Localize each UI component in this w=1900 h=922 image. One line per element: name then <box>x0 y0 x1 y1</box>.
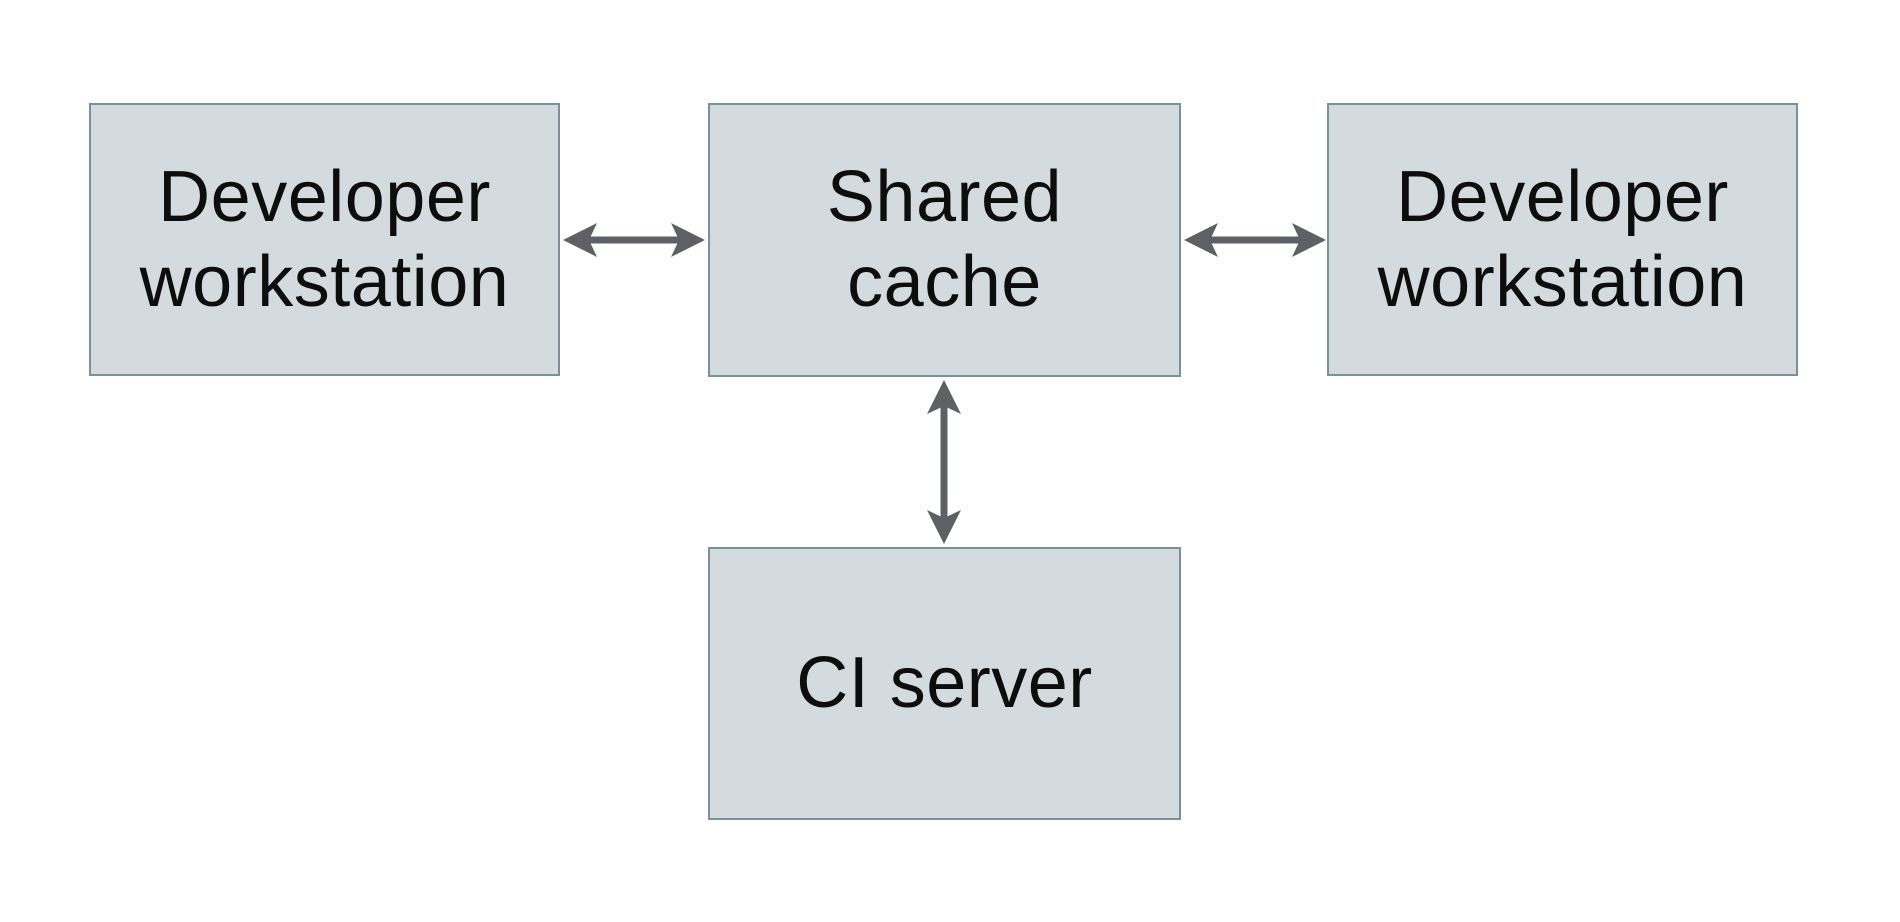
arrowhead-up <box>927 380 961 414</box>
arrowhead-right <box>1292 223 1326 257</box>
node-shared-cache: Shared cache <box>708 103 1181 377</box>
node-ci-server: CI server <box>708 547 1181 820</box>
bidirectional-arrow-shared-cache-ci-server <box>927 380 961 544</box>
arrowhead-down <box>927 510 961 544</box>
arrowhead-right <box>671 223 705 257</box>
arrowhead-left <box>1184 223 1218 257</box>
bidirectional-arrow-left-workstation-shared-cache <box>563 223 705 257</box>
node-developer-workstation-left: Developer workstation <box>89 103 560 376</box>
node-ci-server-label: CI server <box>796 643 1093 724</box>
node-developer-workstation-left-label: Developer workstation <box>139 156 510 322</box>
node-shared-cache-label: Shared cache <box>826 157 1063 322</box>
arrowhead-left <box>563 223 597 257</box>
node-developer-workstation-right-label: Developer workstation <box>1377 156 1748 322</box>
bidirectional-arrow-shared-cache-right-workstation <box>1184 223 1326 257</box>
node-developer-workstation-right: Developer workstation <box>1327 103 1798 376</box>
